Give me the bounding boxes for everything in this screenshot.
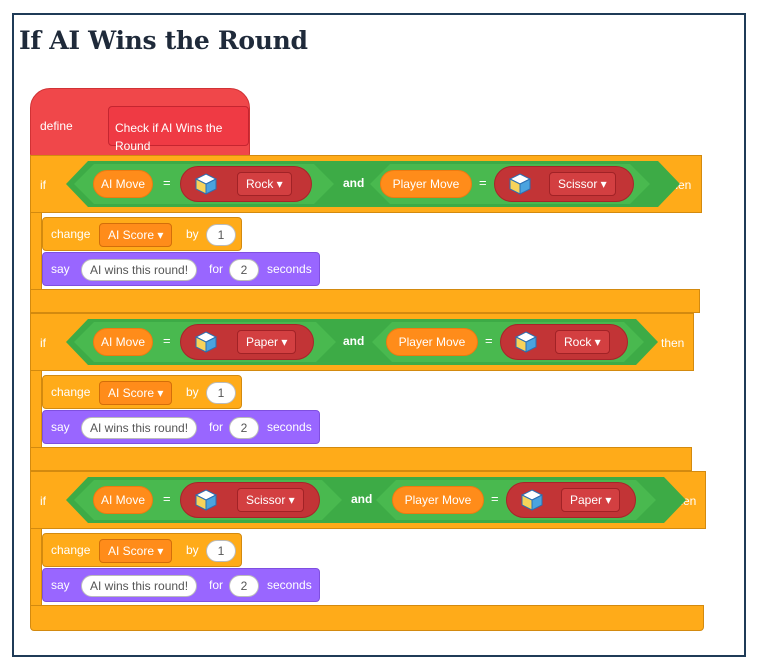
ai-move-variable[interactable]: AI Move bbox=[93, 486, 153, 514]
cube-icon bbox=[195, 489, 217, 511]
by-keyword: by bbox=[186, 385, 199, 399]
cube-icon bbox=[195, 173, 217, 195]
seconds-input[interactable]: 2 bbox=[229, 259, 259, 281]
if-keyword: if bbox=[40, 494, 46, 508]
say-for-secs-block[interactable]: say AI wins this round! for 2 seconds bbox=[42, 252, 320, 286]
change-keyword: change bbox=[51, 385, 91, 399]
score-var-dropdown[interactable]: AI Score ▾ bbox=[99, 223, 173, 247]
choice-dropdown[interactable]: Scissor ▾ bbox=[237, 488, 304, 512]
if-block-bottom bbox=[30, 447, 692, 471]
cube-icon bbox=[195, 331, 217, 353]
message-input[interactable]: AI wins this round! bbox=[81, 417, 198, 439]
message-input[interactable]: AI wins this round! bbox=[81, 575, 198, 597]
if-keyword: if bbox=[40, 178, 46, 192]
ml-choice-block[interactable]: Rock ▾ bbox=[500, 324, 628, 360]
player-move-variable[interactable]: Player Move bbox=[392, 486, 484, 514]
cube-icon bbox=[515, 331, 537, 353]
and-keyword: and bbox=[351, 492, 373, 506]
equals-sign: = bbox=[491, 491, 499, 506]
and-keyword: and bbox=[343, 334, 365, 348]
if-block-bottom bbox=[30, 289, 700, 313]
choice-value: Paper bbox=[570, 493, 603, 507]
choice-value: Rock bbox=[246, 177, 274, 191]
equals-sign: = bbox=[485, 333, 493, 348]
cube-icon bbox=[509, 173, 531, 195]
choice-value: Paper bbox=[246, 335, 279, 349]
change-score-block[interactable]: change AI Score ▾ by 1 bbox=[42, 375, 242, 409]
equals-sign: = bbox=[163, 491, 171, 506]
choice-value: Scissor bbox=[558, 177, 598, 191]
change-keyword: change bbox=[51, 227, 91, 241]
if-block-arm bbox=[30, 370, 42, 450]
define-keyword: define bbox=[40, 119, 73, 133]
by-value-input[interactable]: 1 bbox=[206, 540, 236, 562]
say-for-secs-block[interactable]: say AI wins this round! for 2 seconds bbox=[42, 568, 320, 602]
ml-choice-block[interactable]: Scissor ▾ bbox=[180, 482, 320, 518]
then-keyword: then bbox=[661, 336, 685, 350]
for-keyword: for bbox=[209, 420, 224, 434]
choice-value: Scissor bbox=[246, 493, 286, 507]
choice-dropdown[interactable]: Rock ▾ bbox=[237, 172, 292, 196]
change-score-block[interactable]: change AI Score ▾ by 1 bbox=[42, 217, 242, 251]
player-move-variable[interactable]: Player Move bbox=[386, 328, 478, 356]
define-block[interactable]: define Check if AI Wins the Round bbox=[30, 88, 250, 158]
say-keyword: say bbox=[51, 578, 70, 592]
if-block-bottom bbox=[30, 605, 704, 631]
ml-choice-block[interactable]: Rock ▾ bbox=[180, 166, 312, 202]
ai-move-variable[interactable]: AI Move bbox=[93, 328, 153, 356]
choice-value: Rock bbox=[564, 335, 592, 349]
custom-block-prototype[interactable]: Check if AI Wins the Round bbox=[108, 106, 249, 153]
ai-move-variable[interactable]: AI Move bbox=[93, 170, 153, 198]
if-block-arm bbox=[30, 528, 42, 608]
seconds-input[interactable]: 2 bbox=[229, 417, 259, 439]
choice-dropdown[interactable]: Rock ▾ bbox=[555, 330, 610, 354]
if-block-arm bbox=[30, 212, 42, 292]
seconds-keyword: seconds bbox=[267, 420, 312, 434]
equals-sign: = bbox=[163, 175, 171, 190]
say-keyword: say bbox=[51, 262, 70, 276]
change-score-block[interactable]: change AI Score ▾ by 1 bbox=[42, 533, 242, 567]
seconds-keyword: seconds bbox=[267, 578, 312, 592]
score-var-dropdown[interactable]: AI Score ▾ bbox=[99, 539, 173, 563]
cube-icon bbox=[521, 489, 543, 511]
equals-sign: = bbox=[479, 175, 487, 190]
ml-choice-block[interactable]: Paper ▾ bbox=[180, 324, 314, 360]
seconds-input[interactable]: 2 bbox=[229, 575, 259, 597]
and-keyword: and bbox=[343, 176, 365, 190]
equals-sign: = bbox=[163, 333, 171, 348]
say-for-secs-block[interactable]: say AI wins this round! for 2 seconds bbox=[42, 410, 320, 444]
change-keyword: change bbox=[51, 543, 91, 557]
choice-dropdown[interactable]: Paper ▾ bbox=[561, 488, 621, 512]
say-keyword: say bbox=[51, 420, 70, 434]
choice-dropdown[interactable]: Paper ▾ bbox=[237, 330, 297, 354]
ml-choice-block[interactable]: Paper ▾ bbox=[506, 482, 636, 518]
page-title: If AI Wins the Round bbox=[19, 26, 308, 55]
for-keyword: for bbox=[209, 262, 224, 276]
custom-block-name: Check if AI Wins the Round bbox=[115, 121, 223, 153]
by-keyword: by bbox=[186, 543, 199, 557]
ml-choice-block[interactable]: Scissor ▾ bbox=[494, 166, 634, 202]
by-keyword: by bbox=[186, 227, 199, 241]
choice-dropdown[interactable]: Scissor ▾ bbox=[549, 172, 616, 196]
player-move-variable[interactable]: Player Move bbox=[380, 170, 472, 198]
seconds-keyword: seconds bbox=[267, 262, 312, 276]
by-value-input[interactable]: 1 bbox=[206, 224, 236, 246]
for-keyword: for bbox=[209, 578, 224, 592]
by-value-input[interactable]: 1 bbox=[206, 382, 236, 404]
message-input[interactable]: AI wins this round! bbox=[81, 259, 198, 281]
if-keyword: if bbox=[40, 336, 46, 350]
score-var-dropdown[interactable]: AI Score ▾ bbox=[99, 381, 173, 405]
